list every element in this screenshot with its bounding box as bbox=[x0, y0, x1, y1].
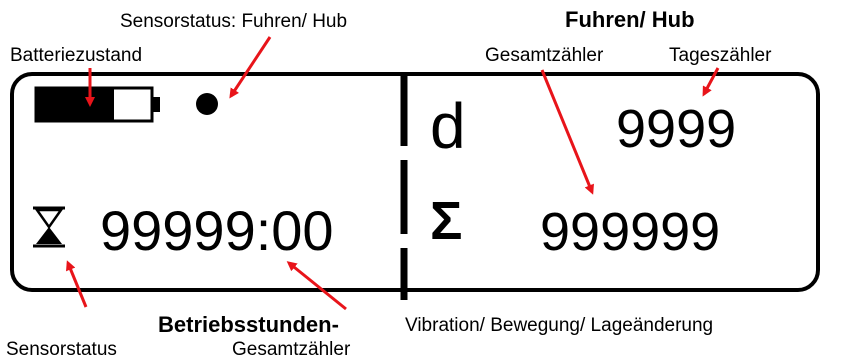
day-counter-value: 9999 bbox=[616, 99, 737, 159]
annotation-arrows bbox=[66, 36, 720, 311]
hourglass-icon bbox=[33, 206, 65, 248]
arrow-sum-counter bbox=[540, 69, 594, 195]
display-frame bbox=[10, 72, 820, 292]
day-symbol: d bbox=[430, 90, 466, 162]
total-counter-top-label: Gesamtzähler bbox=[485, 45, 604, 66]
fuhren-hub-title: Fuhren/ Hub bbox=[565, 7, 695, 32]
battery-state-label: Batteriezustand bbox=[10, 45, 143, 66]
operating-hours-title: Betriebsstunden- bbox=[158, 312, 339, 337]
sensor-status-fuhren-hub-label: Sensorstatus: Fuhren/ Hub bbox=[120, 11, 348, 32]
sensor-dot-icon bbox=[196, 93, 218, 115]
day-counter-label: Tageszähler bbox=[669, 45, 772, 66]
battery-icon bbox=[34, 86, 160, 123]
sum-symbol: Σ bbox=[430, 191, 463, 251]
operating-hours-value: 99999:00 bbox=[100, 199, 334, 262]
arrow-hours bbox=[286, 261, 347, 311]
sensor-status-bottom-label: Sensorstatus bbox=[6, 339, 117, 360]
sum-counter-value: 999999 bbox=[540, 202, 721, 262]
arrow-hourglass bbox=[66, 260, 88, 308]
arrow-day-counter bbox=[702, 67, 720, 97]
total-counter-bottom-label: Gesamtzähler bbox=[232, 339, 351, 360]
vibration-label: Vibration/ Bewegung/ Lageänderung bbox=[405, 315, 714, 336]
arrow-sensor-dot bbox=[229, 36, 272, 99]
